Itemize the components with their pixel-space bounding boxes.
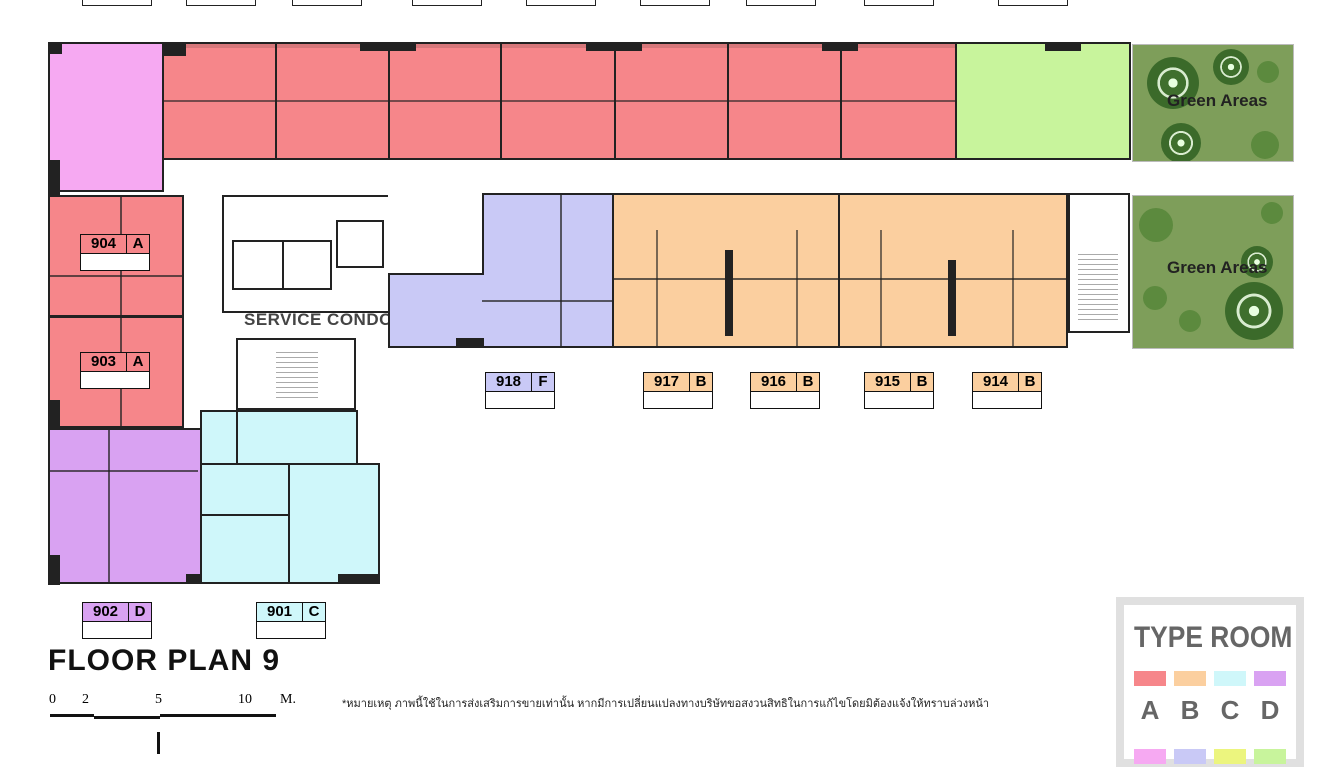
legend-letter: C xyxy=(1220,695,1240,725)
type-room-legend: TYPE ROOM A B C D xyxy=(1116,597,1304,767)
stair-treads xyxy=(1078,250,1118,322)
swatch-g xyxy=(1214,749,1246,764)
unit-902 xyxy=(48,428,202,584)
unit-number: 917 xyxy=(644,373,690,391)
swatch-c xyxy=(1214,671,1246,686)
tag-fragment xyxy=(292,0,362,6)
unit-top-right xyxy=(955,42,1131,160)
swatch-h xyxy=(1254,749,1286,764)
disclaimer-note: *หมายเหตุ ภาพนี้ใช้ในการส่งเสริมการขายเท… xyxy=(342,698,990,710)
tag-fragment xyxy=(746,0,816,6)
unit-number: 901 xyxy=(257,603,303,621)
scale-tick-label: 10 xyxy=(238,692,252,707)
unit-type: A xyxy=(132,353,144,370)
stair-treads xyxy=(276,348,318,398)
legend-title: TYPE ROOM xyxy=(1134,621,1293,654)
scale-unit: M. xyxy=(280,692,296,707)
service-condo-label: SERVICE CONDO xyxy=(244,310,393,329)
swatch-d xyxy=(1254,671,1286,686)
tag-fragment xyxy=(864,0,934,6)
unit-number: 914 xyxy=(973,373,1019,391)
unit-tag-901: 901 C xyxy=(256,602,326,639)
green-area-label: Green Areas xyxy=(1167,258,1268,277)
unit-number: 916 xyxy=(751,373,797,391)
unit-tag-915: 915 B xyxy=(864,372,934,409)
unit-type: F xyxy=(538,373,548,390)
unit-type: D xyxy=(134,603,146,620)
unit-type: B xyxy=(695,373,707,390)
unit-tag-917: 917 B xyxy=(643,372,713,409)
unit-901-upper xyxy=(200,410,358,465)
unit-row-b xyxy=(612,193,1068,348)
tag-fragment xyxy=(412,0,482,6)
swatch-b xyxy=(1174,671,1206,686)
legend-letter: A xyxy=(1140,695,1160,725)
swatch-a xyxy=(1134,671,1166,686)
tag-fragment xyxy=(82,0,152,6)
scale-tick-label: 5 xyxy=(155,692,162,707)
unit-tag-904: 904 A xyxy=(80,234,150,271)
tag-fragment xyxy=(526,0,596,6)
unit-type: A xyxy=(132,235,144,252)
scale-tick-label: 0 xyxy=(49,692,56,707)
tag-fragment xyxy=(186,0,256,6)
unit-tag-903: 903 A xyxy=(80,352,150,389)
scale-tick-label: 2 xyxy=(82,692,89,707)
unit-number: 902 xyxy=(83,603,129,621)
legend-letter: D xyxy=(1260,695,1280,725)
unit-tag-902: 902 D xyxy=(82,602,152,639)
green-area-bottom: Green Areas xyxy=(1132,195,1294,349)
unit-tag-914: 914 B xyxy=(972,372,1042,409)
unit-901 xyxy=(200,463,380,584)
unit-type: B xyxy=(802,373,814,390)
service-lift xyxy=(336,220,384,268)
unit-type: B xyxy=(1024,373,1036,390)
green-area-label: Green Areas xyxy=(1167,91,1268,110)
tag-fragment xyxy=(640,0,710,6)
swatch-e xyxy=(1134,749,1166,764)
tag-fragment xyxy=(998,0,1068,6)
unit-number: 915 xyxy=(865,373,911,391)
swatch-f xyxy=(1174,749,1206,764)
unit-tag-916: 916 B xyxy=(750,372,820,409)
unit-tag-918: 918 F xyxy=(485,372,555,409)
green-area-top: Green Areas xyxy=(1132,44,1294,162)
legend-letter: B xyxy=(1180,695,1200,725)
page-title: FLOOR PLAN 9 xyxy=(48,644,281,677)
unit-type: C xyxy=(308,603,320,620)
unit-number: 903 xyxy=(81,353,127,371)
core-notch xyxy=(388,193,484,273)
unit-number: 918 xyxy=(486,373,532,391)
unit-top-left xyxy=(48,42,164,192)
unit-number: 904 xyxy=(81,235,127,253)
unit-type: B xyxy=(916,373,928,390)
